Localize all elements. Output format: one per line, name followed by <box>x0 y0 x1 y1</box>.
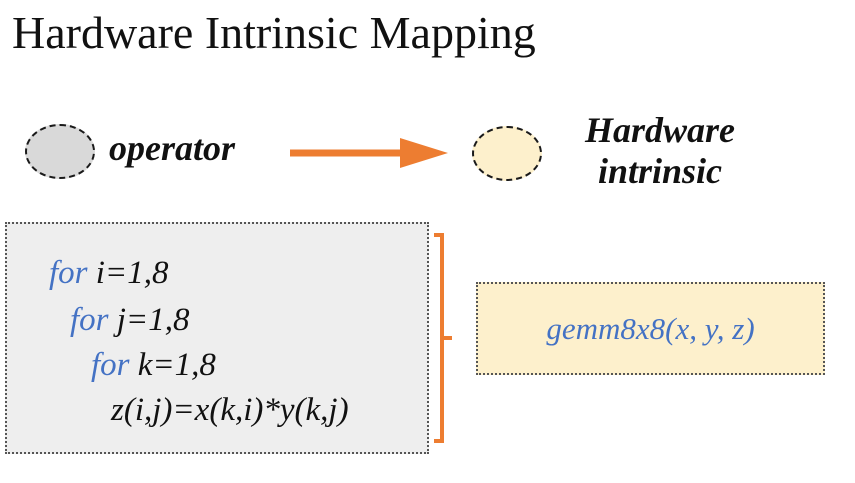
code-text: j=1,8 <box>108 302 190 338</box>
code-keyword: for <box>91 347 130 383</box>
operator-legend-label: operator <box>109 128 235 168</box>
code-keyword: for <box>70 302 109 338</box>
code-line-4: z(i,j)=x(k,i)*y(k,j) <box>111 394 349 427</box>
code-keyword: for <box>49 255 88 291</box>
code-line-3: for k=1,8 <box>91 349 216 382</box>
code-text: i=1,8 <box>87 255 169 291</box>
hardware-intrinsic-legend-label: Hardware intrinsic <box>565 110 755 193</box>
hardware-intrinsic-box: gemm8x8(x, y, z) <box>476 282 825 375</box>
hardware-label-line1: Hardware <box>584 110 735 150</box>
hardware-intrinsic-legend-ellipse <box>472 126 542 181</box>
code-text: z(i,j)=x(k,i)*y(k,j) <box>111 392 349 428</box>
code-line-1: for i=1,8 <box>49 257 168 290</box>
hardware-label-line2: intrinsic <box>597 151 723 192</box>
operator-legend-ellipse <box>25 124 95 179</box>
code-line-2: for j=1,8 <box>70 304 189 337</box>
operator-code-box: for i=1,8 for j=1,8 for k=1,8 z(i,j)=x(k… <box>5 222 429 454</box>
code-text: k=1,8 <box>129 347 216 383</box>
mapping-arrow <box>290 138 448 168</box>
diagram-title: Hardware Intrinsic Mapping <box>12 7 536 58</box>
intrinsic-call-text: gemm8x8(x, y, z) <box>546 310 755 346</box>
mapping-brace <box>434 233 452 443</box>
